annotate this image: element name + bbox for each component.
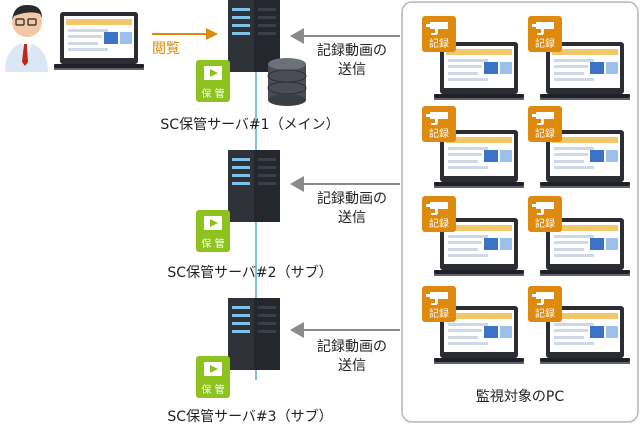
person-icon <box>5 4 48 72</box>
transfer-1-line2: 送信 <box>338 62 366 78</box>
view-label: 閲覧 <box>152 41 180 57</box>
transfer-3-line2: 送信 <box>338 358 366 374</box>
transfer-3-line1: 記録動画の <box>317 339 387 355</box>
pc-3-badge-label: 記録 <box>429 129 449 140</box>
pc-8-badge-label: 記録 <box>535 309 555 320</box>
server-2-tower <box>228 150 280 222</box>
transfer-arrow-2 <box>290 176 400 192</box>
pc-2-badge-label: 記録 <box>535 39 555 50</box>
pc-4-badge-label: 記録 <box>535 129 555 140</box>
server-3-tower <box>228 298 280 370</box>
server-1-badge-label: 保 管 <box>201 89 225 100</box>
pc-7-badge-label: 記録 <box>429 309 449 320</box>
database-icon <box>267 58 307 106</box>
server-3-name: SC保管サーバ#3（サブ） <box>167 409 333 425</box>
server-3-badge-label: 保 管 <box>201 385 225 396</box>
transfer-2-line2: 送信 <box>338 210 366 226</box>
pc-1-badge-label: 記録 <box>429 39 449 50</box>
transfer-1-line1: 記録動画の <box>317 43 387 59</box>
transfer-2-line1: 記録動画の <box>317 191 387 207</box>
server-2-badge-label: 保 管 <box>201 239 225 250</box>
transfer-arrow-3 <box>290 322 400 338</box>
viewer-laptop-icon <box>54 12 144 70</box>
view-arrow <box>152 28 218 40</box>
pc-5-badge-label: 記録 <box>429 219 449 230</box>
pc-6-badge-label: 記録 <box>535 219 555 230</box>
pc-group-title: 監視対象のPC <box>475 389 565 405</box>
transfer-arrow-1 <box>290 28 400 44</box>
server-1-name: SC保管サーバ#1（メイン） <box>160 117 340 133</box>
server-2-name: SC保管サーバ#2（サブ） <box>167 265 333 281</box>
